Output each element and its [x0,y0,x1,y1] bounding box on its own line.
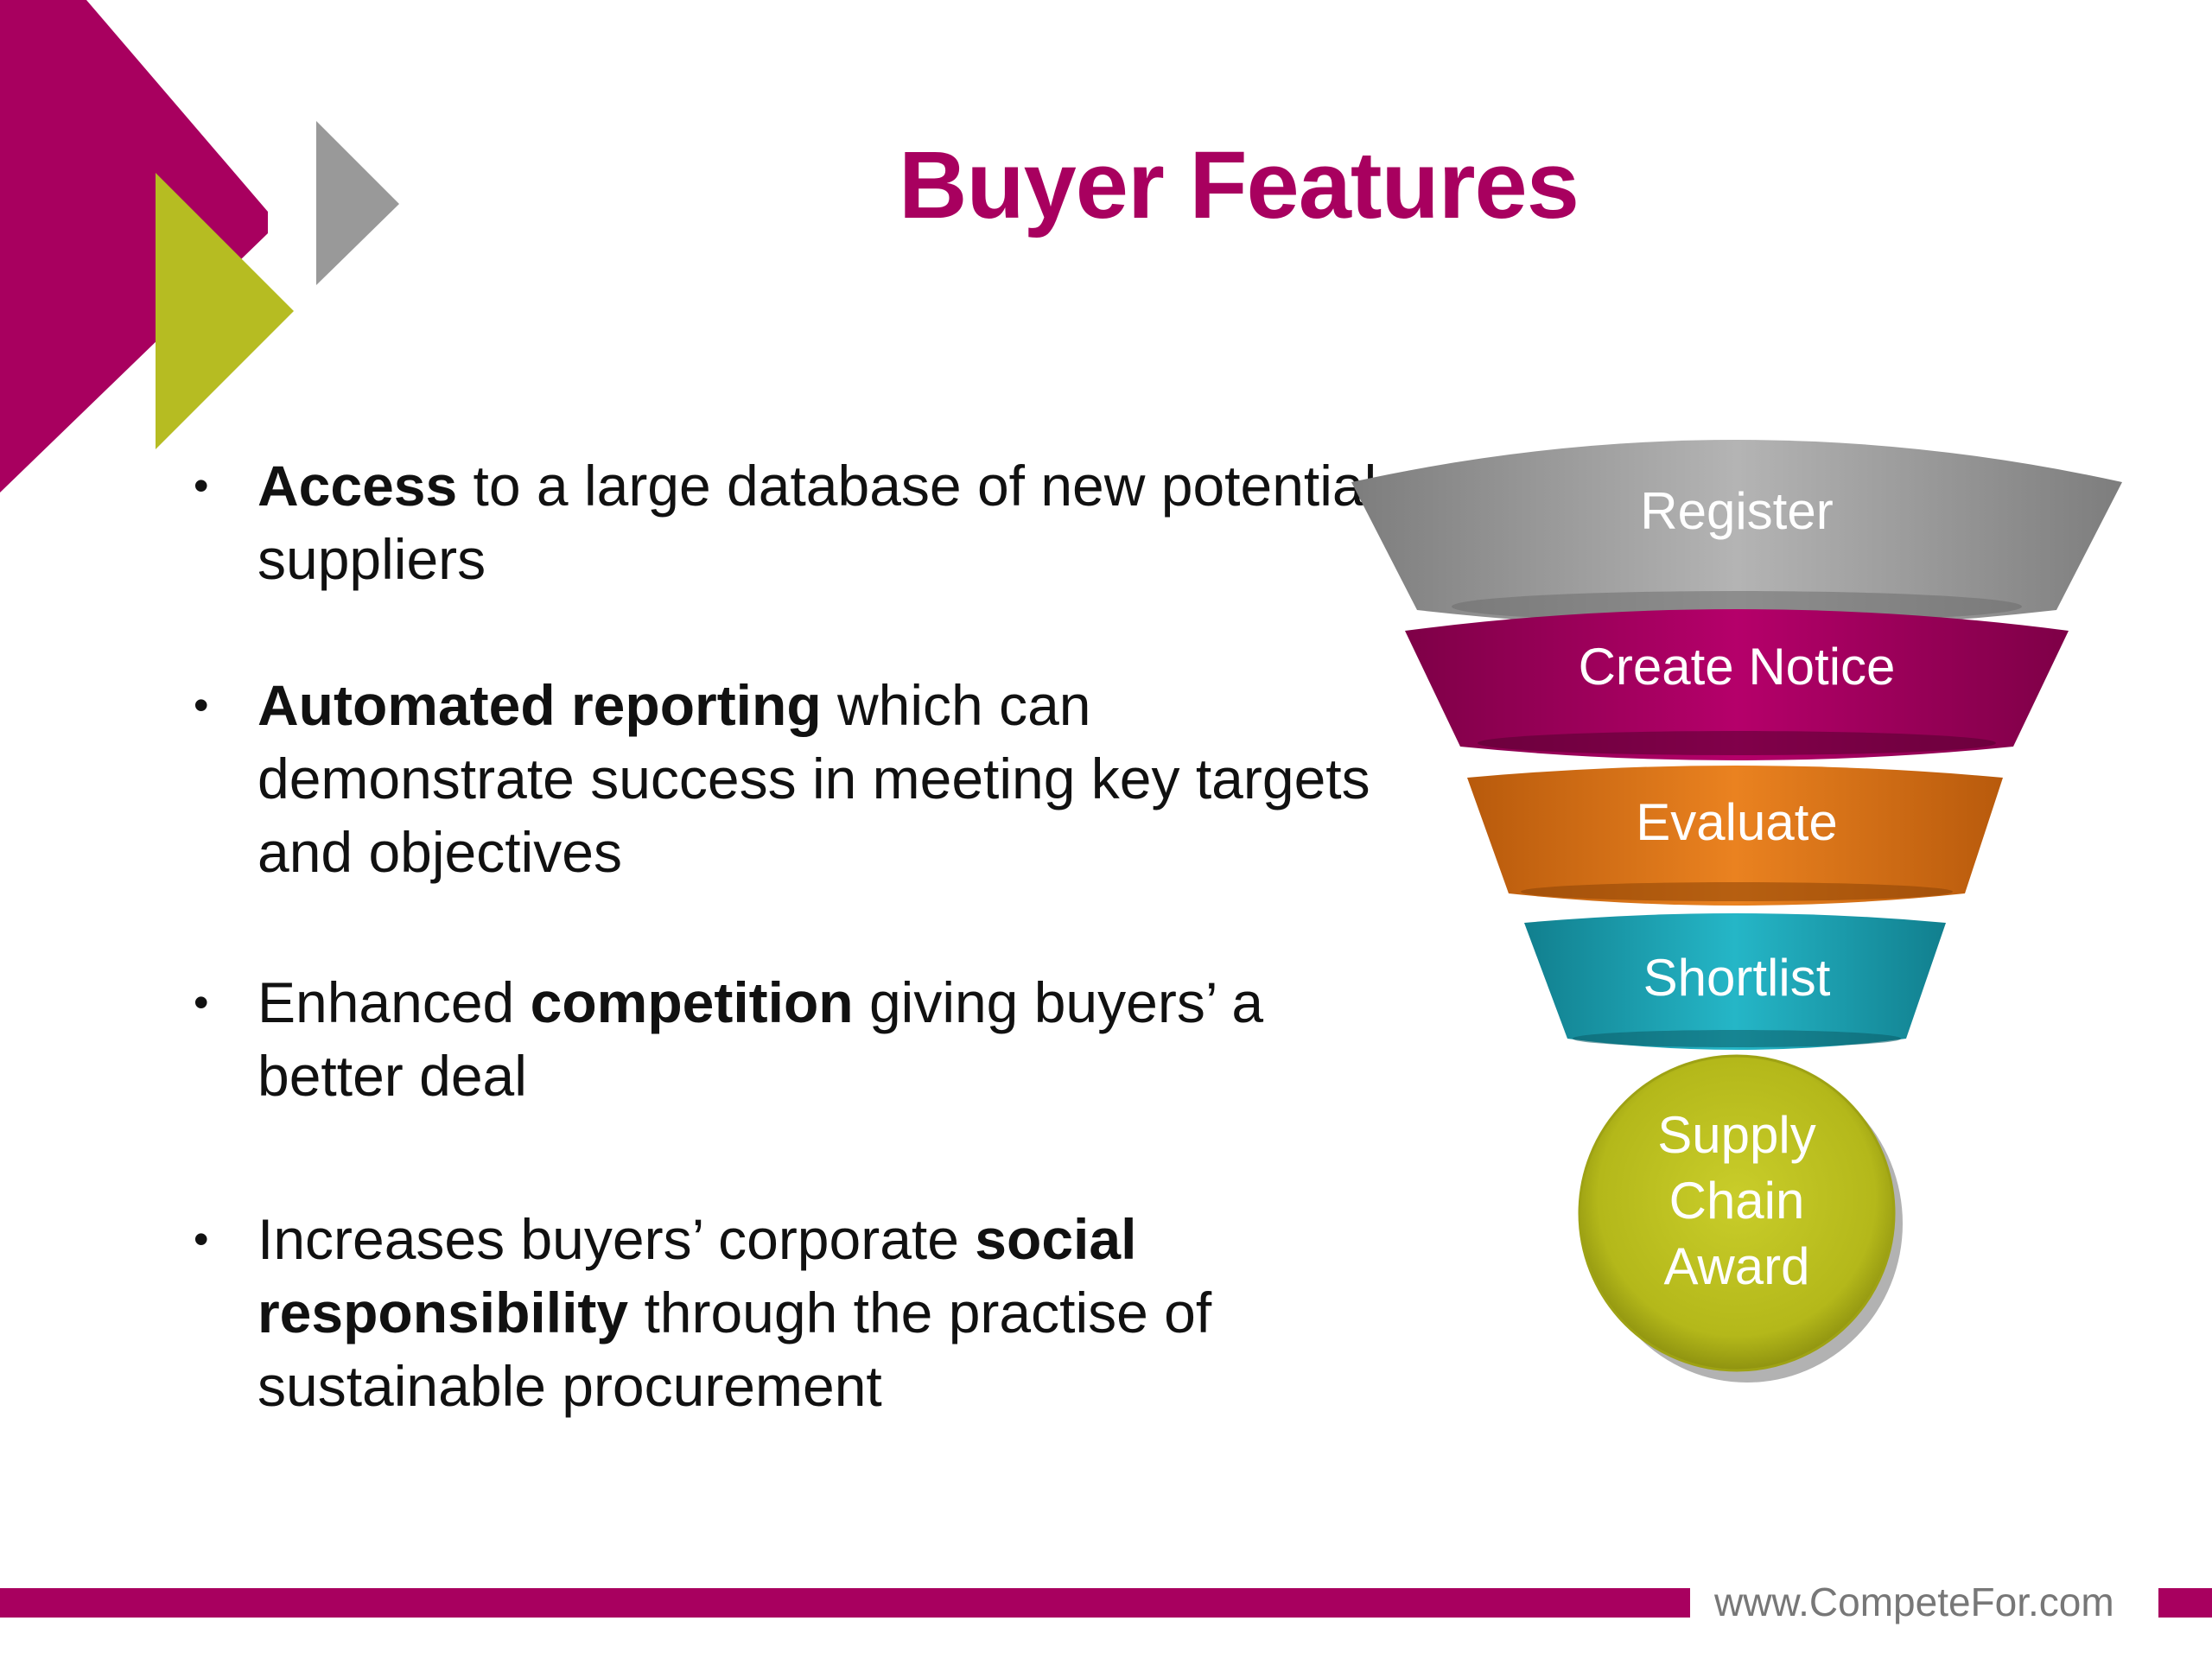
bullet-item: • Automated reporting which can demonstr… [194,669,1381,889]
footer-bar-end [2158,1588,2212,1618]
bullet-text: Increases buyers’ corporate [257,1207,976,1271]
funnel-label: Shortlist [1643,949,1831,1007]
bullet-text: Enhanced [257,970,531,1034]
footer-bar [0,1588,1690,1618]
magenta-chevron [0,0,268,493]
bullet-item: • Increases buyers’ corporate social res… [194,1203,1381,1423]
slide-title: Buyer Features [899,132,1580,238]
award-line: Award [1664,1237,1810,1295]
bullet-text: through the practise of sustainable proc… [257,1281,1212,1418]
bullet-bold: Access [257,454,458,518]
bullet-bold: competition [530,970,854,1034]
bullet-text: to a large database of new potential sup… [257,454,1377,591]
bullet-bold: Automated reporting [257,673,822,737]
bullet-text: which can demonstrate success in meeting… [257,673,1370,884]
bullet-text: giving buyers’ a better deal [257,970,1264,1108]
footer-url: www.CompeteFor.com [1714,1580,2114,1624]
funnel-stage-register: Register [1351,440,2122,628]
funnel-stage-evaluate: Evaluate [1467,766,2003,906]
lime-triangle [156,173,294,449]
bullet-dot: • [194,978,209,1027]
bullet-dot: • [194,1215,209,1263]
grey-triangle [316,121,399,285]
decorative-chevrons [0,0,399,493]
bullet-dot: • [194,681,209,729]
funnel-stage-shortlist: Shortlist [1524,913,1946,1050]
funnel-label: Register [1640,482,1833,540]
bullet-bold: social responsibility [257,1207,1137,1344]
bullet-item: • Access to a large database of new pote… [194,449,1381,596]
funnel-label: Create Notice [1579,638,1896,696]
process-funnel: Register Create Notice Evaluate Shortlis… [1351,440,2122,1382]
bullet-dot: • [194,461,209,510]
award-line: Supply [1657,1106,1815,1164]
funnel-final-award: Supply Chain Award [1578,1054,1903,1382]
funnel-stage-create-notice: Create Notice [1405,609,2069,760]
bullet-item: • Enhanced competition giving buyers’ a … [194,966,1381,1113]
funnel-label: Evaluate [1636,793,1838,851]
award-line: Chain [1669,1172,1805,1230]
